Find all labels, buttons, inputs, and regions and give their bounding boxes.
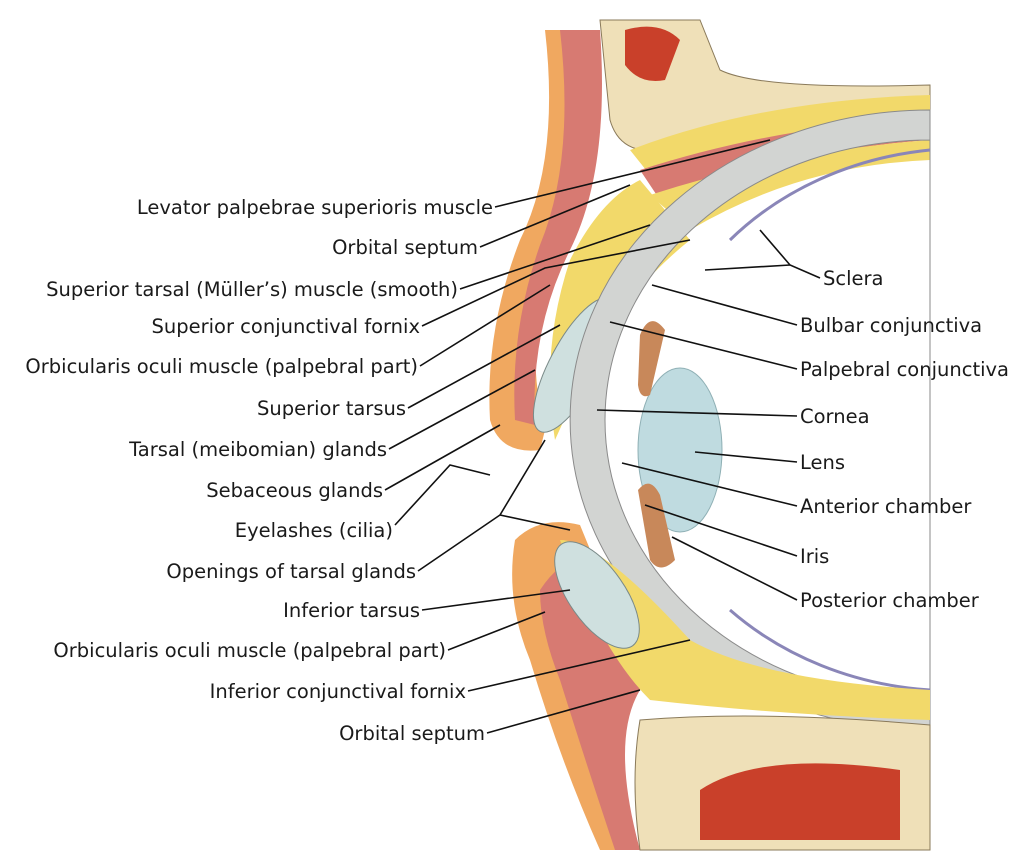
label-superior-conjunctival-fornix: Superior conjunctival fornix bbox=[151, 315, 420, 338]
label-cornea: Cornea bbox=[800, 405, 870, 428]
label-tarsal-glands: Tarsal (meibomian) glands bbox=[128, 438, 387, 461]
label-superior-tarsal-muscle: Superior tarsal (Müller’s) muscle (smoot… bbox=[46, 278, 458, 301]
label-lens: Lens bbox=[800, 451, 845, 474]
label-orbicularis-lower: Orbicularis oculi muscle (palpebral part… bbox=[53, 639, 446, 662]
lower-bone-marrow bbox=[700, 763, 900, 840]
upper-lid-orbicularis bbox=[514, 30, 602, 425]
iris-lower bbox=[638, 483, 675, 568]
anatomy-drawing bbox=[489, 19, 931, 851]
label-eyelashes: Eyelashes (cilia) bbox=[235, 519, 393, 542]
label-anterior-chamber: Anterior chamber bbox=[800, 495, 972, 518]
upper-bone-marrow bbox=[625, 26, 680, 82]
label-posterior-chamber: Posterior chamber bbox=[800, 589, 980, 612]
inferior-tarsus-shape bbox=[554, 541, 640, 649]
leader-lines bbox=[384, 139, 821, 734]
iris-upper bbox=[638, 321, 665, 397]
left-labels: Levator palpebrae superioris muscle Orbi… bbox=[25, 196, 493, 745]
label-sebaceous-glands: Sebaceous glands bbox=[206, 479, 383, 502]
label-iris: Iris bbox=[800, 545, 829, 568]
label-levator-palpebrae: Levator palpebrae superioris muscle bbox=[137, 196, 493, 219]
lens-shape bbox=[637, 367, 723, 533]
label-inferior-tarsus: Inferior tarsus bbox=[283, 599, 420, 622]
label-inferior-conjunctival-fornix: Inferior conjunctival fornix bbox=[210, 680, 466, 703]
label-orbicularis-upper: Orbicularis oculi muscle (palpebral part… bbox=[25, 355, 418, 378]
label-bulbar-conjunctiva: Bulbar conjunctiva bbox=[800, 314, 982, 337]
label-orbital-septum-lower: Orbital septum bbox=[339, 722, 485, 745]
right-labels: Sclera Bulbar conjunctiva Palpebral conj… bbox=[800, 267, 1009, 612]
sclera-purple-line bbox=[728, 148, 931, 242]
label-palpebral-conjunctiva: Palpebral conjunctiva bbox=[800, 358, 1009, 381]
label-sclera: Sclera bbox=[823, 267, 883, 290]
lower-lid-fat bbox=[560, 540, 930, 720]
label-openings-tarsal-glands: Openings of tarsal glands bbox=[166, 560, 416, 583]
label-orbital-septum-upper: Orbital septum bbox=[332, 236, 478, 259]
label-superior-tarsus: Superior tarsus bbox=[257, 397, 406, 420]
sclera-purple-line-lower bbox=[729, 608, 931, 692]
